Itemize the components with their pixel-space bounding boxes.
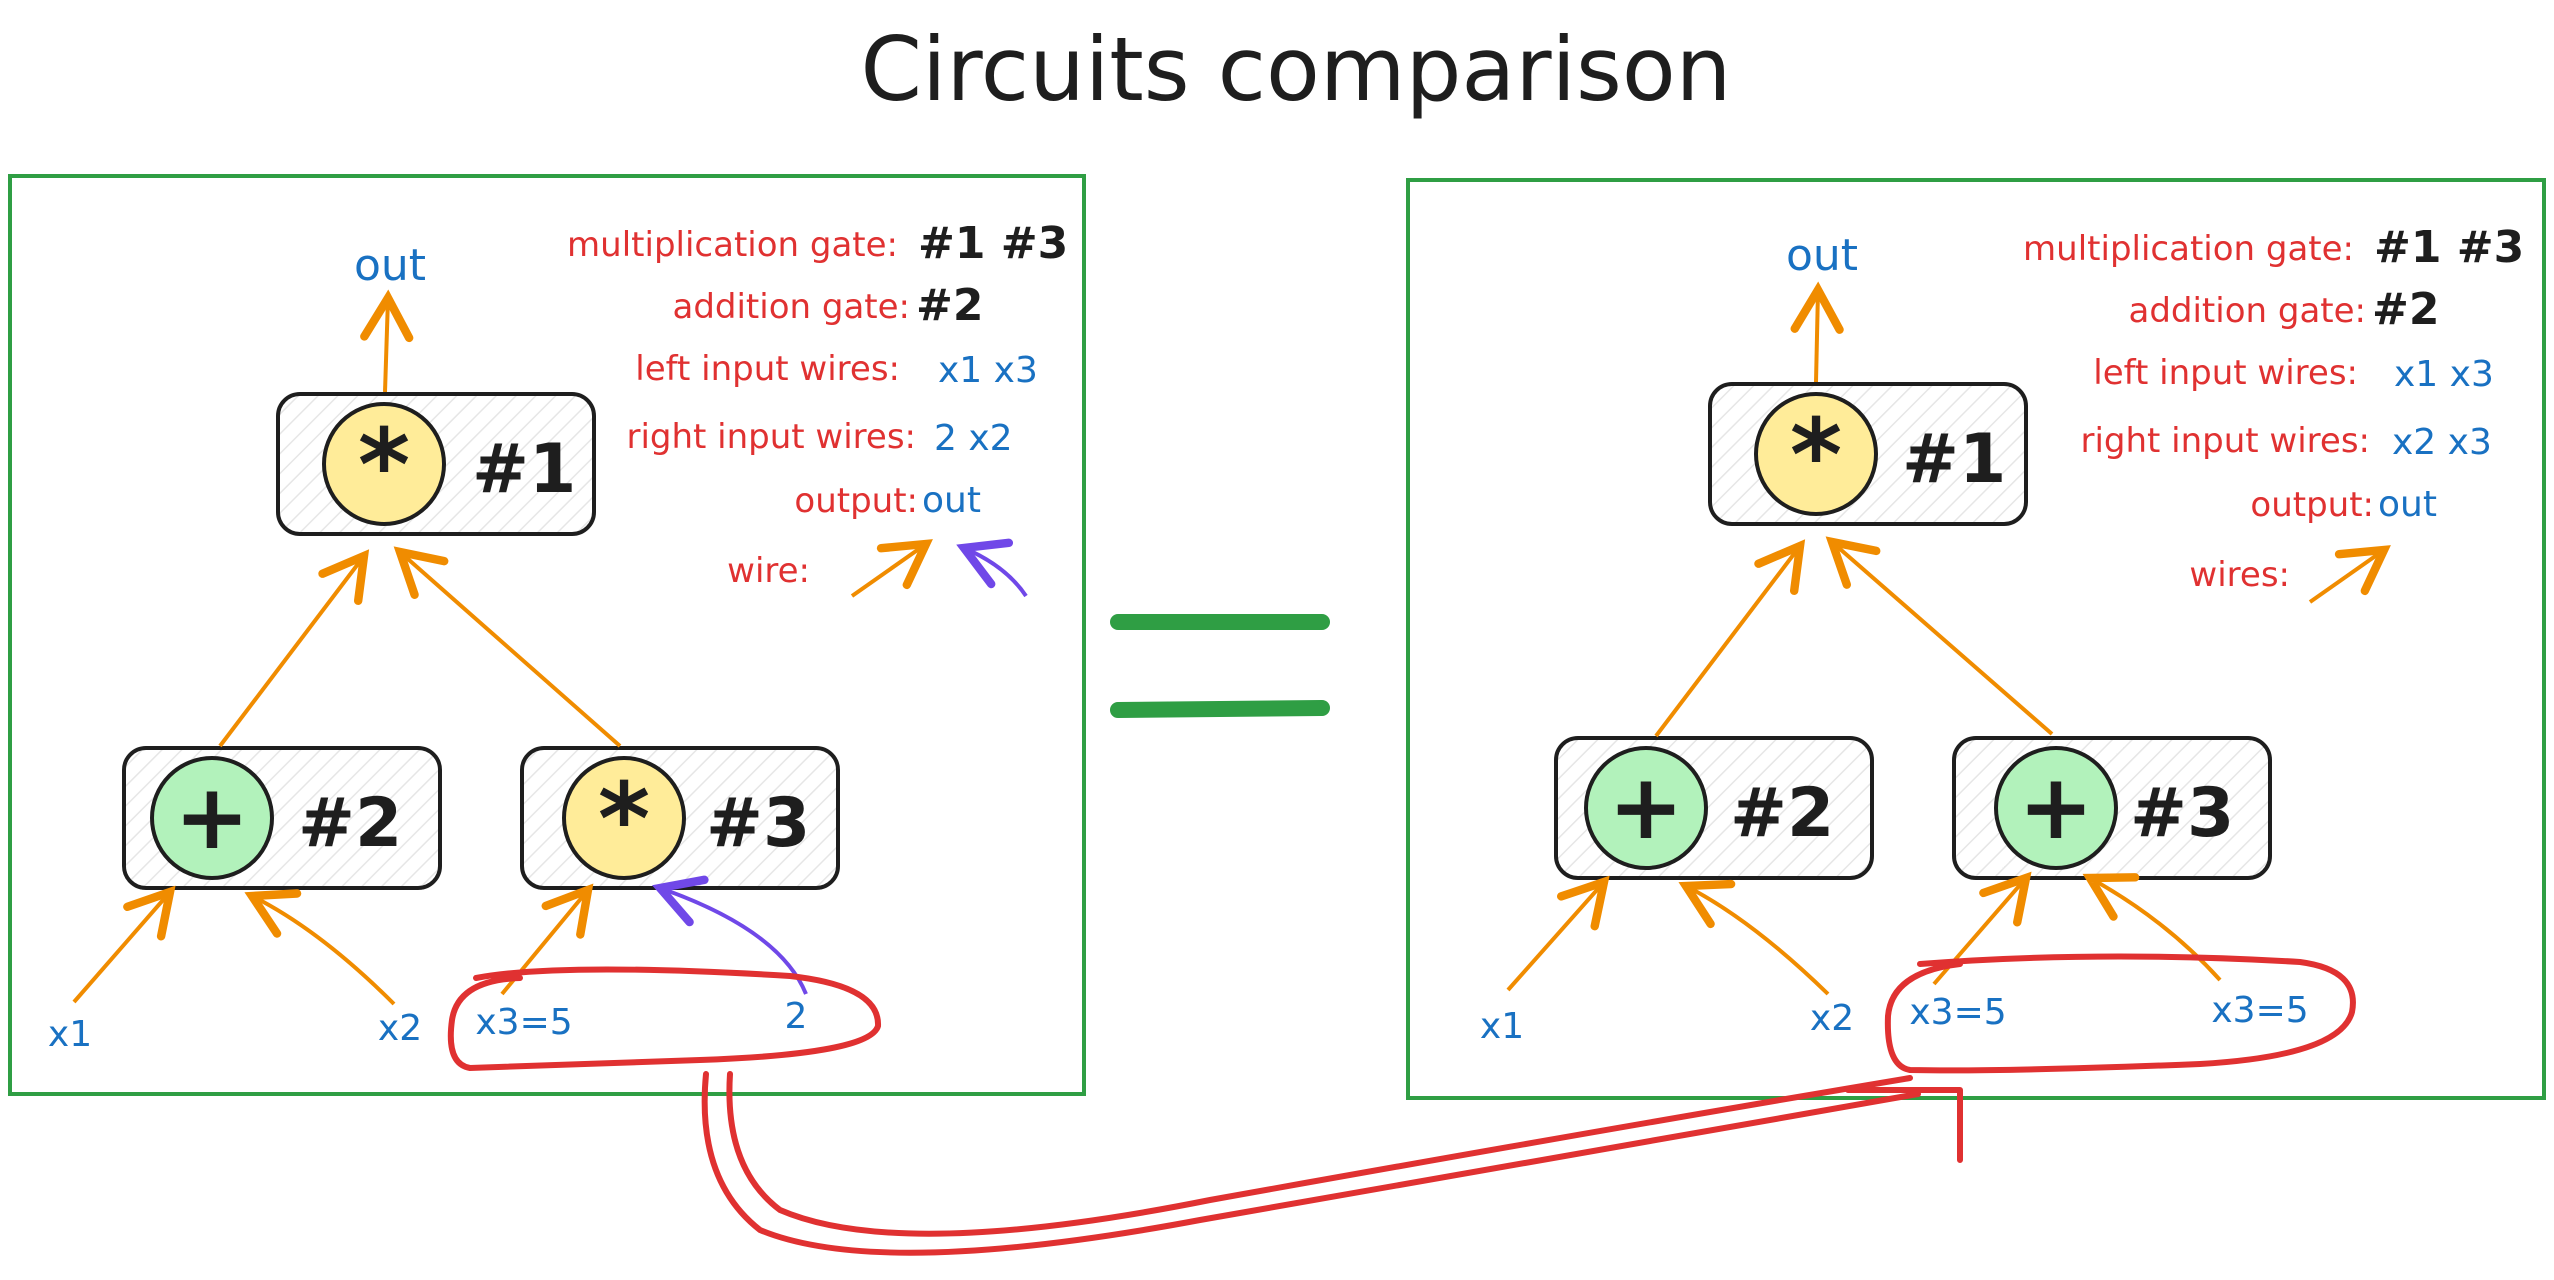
left-wire-g2-g1: [218, 549, 370, 748]
left-gate-3: * #3: [520, 746, 840, 890]
left-circuit: out * #1 + #2 * #3: [8, 174, 1086, 1096]
multiplication-icon: [1754, 392, 1878, 516]
left-legend-mult-label: multiplication gate:: [567, 225, 898, 265]
right-input-x3a: x3=5: [1909, 992, 2006, 1033]
right-frame: [1406, 178, 2546, 1100]
left-legend-right-value: 2 x2: [934, 418, 1013, 459]
left-legend-add-value: #2: [916, 280, 983, 331]
left-wire-x1: [72, 885, 176, 1004]
right-wire-g2-g1: [1654, 539, 1806, 738]
right-legend-mult-value: #1 #3: [2374, 222, 2524, 273]
left-input-x1: x1: [48, 1014, 92, 1055]
left-gate-2: + #2: [122, 746, 442, 890]
right-legend-right-value: x2 x3: [2392, 422, 2492, 463]
right-output-label: out: [1786, 230, 1858, 281]
addition-icon: [1584, 746, 1708, 870]
left-legend-output-label: output:: [794, 481, 918, 521]
multiplication-icon: [562, 756, 686, 880]
left-highlight-loop: [447, 966, 882, 1072]
left-wire-x2: [244, 889, 396, 1006]
left-legend-right-label: right input wires:: [626, 417, 916, 457]
right-legend-add-label: addition gate:: [2128, 291, 2366, 331]
right-legend-left-value: x1 x3: [2394, 354, 2494, 395]
left-gate-2-label: #2: [298, 784, 402, 863]
left-output-wire: [360, 289, 414, 393]
left-input-x3: x3=5: [475, 1002, 572, 1043]
left-legend-special-wire-sample: [956, 538, 1028, 598]
page-title: Circuits comparison: [861, 18, 1732, 121]
left-legend-left-label: left input wires:: [635, 349, 900, 389]
left-gate-1: * #1: [276, 392, 596, 536]
right-legend-add-value: #2: [2372, 284, 2439, 335]
left-legend-wire-label: wire:: [727, 551, 810, 591]
connection-arrow: [701, 1071, 1963, 1256]
addition-icon: [1994, 746, 2118, 870]
right-legend-wire-label: wires:: [2189, 555, 2290, 595]
right-gate-3-label: #3: [2130, 774, 2234, 853]
right-wire-x1: [1506, 875, 1610, 992]
right-legend-output-label: output:: [2250, 485, 2374, 525]
left-output-label: out: [354, 240, 426, 291]
right-gate-1-label: #1: [1902, 420, 2006, 499]
left-input-x2: x2: [378, 1008, 422, 1049]
right-circuit: out * #1 + #2 + #3: [1406, 178, 2546, 1100]
left-wire-g3-g1: [393, 546, 622, 748]
right-legend-mult-label: multiplication gate:: [2023, 229, 2354, 269]
right-legend: multiplication gate: #1 #3 addition gate…: [2023, 222, 2524, 604]
right-legend-left-label: left input wires:: [2093, 353, 2358, 393]
left-legend: multiplication gate: #1 #3 addition gate…: [567, 218, 1068, 598]
right-legend-output-value: out: [2378, 484, 2437, 525]
addition-icon: [150, 756, 274, 880]
equals-sign: [1110, 614, 1330, 718]
left-frame: [8, 174, 1086, 1096]
right-gate-3: + #3: [1952, 736, 2272, 880]
right-gate-3-symbol: +: [2018, 755, 2093, 860]
right-input-x1: x1: [1480, 1006, 1524, 1047]
right-wire-x2: [1678, 879, 1830, 996]
right-output-wire: [1790, 281, 1844, 383]
left-legend-mult-value: #1 #3: [918, 218, 1068, 269]
multiplication-icon: [322, 402, 446, 526]
left-gate-3-label: #3: [706, 784, 810, 863]
right-wire-g3-g1: [1825, 536, 2054, 736]
right-gate-1: * #1: [1708, 382, 2028, 526]
right-input-x3b: x3=5: [2211, 990, 2308, 1031]
right-gate-2-label: #2: [1730, 774, 1834, 853]
left-gate-3-symbol: *: [598, 761, 650, 878]
right-highlight-loop: [1884, 953, 2356, 1074]
right-legend-wire-sample: [2308, 545, 2391, 604]
right-wire-x3b: [2082, 873, 2222, 982]
left-legend-add-label: addition gate:: [672, 287, 910, 327]
right-input-x2: x2: [1810, 998, 1854, 1039]
left-legend-output-value: out: [922, 480, 981, 521]
left-legend-wire-sample: [850, 539, 933, 598]
left-input-const: 2: [785, 996, 808, 1037]
right-legend-right-label: right input wires:: [2080, 421, 2370, 461]
right-gate-1-symbol: *: [1790, 397, 1842, 514]
left-gate-1-symbol: *: [358, 407, 410, 524]
left-gate-2-symbol: +: [174, 765, 249, 870]
left-gate-1-label: #1: [472, 430, 576, 509]
left-legend-left-value: x1 x3: [938, 350, 1038, 391]
right-gate-2-symbol: +: [1608, 755, 1683, 860]
right-gate-2: + #2: [1554, 736, 1874, 880]
